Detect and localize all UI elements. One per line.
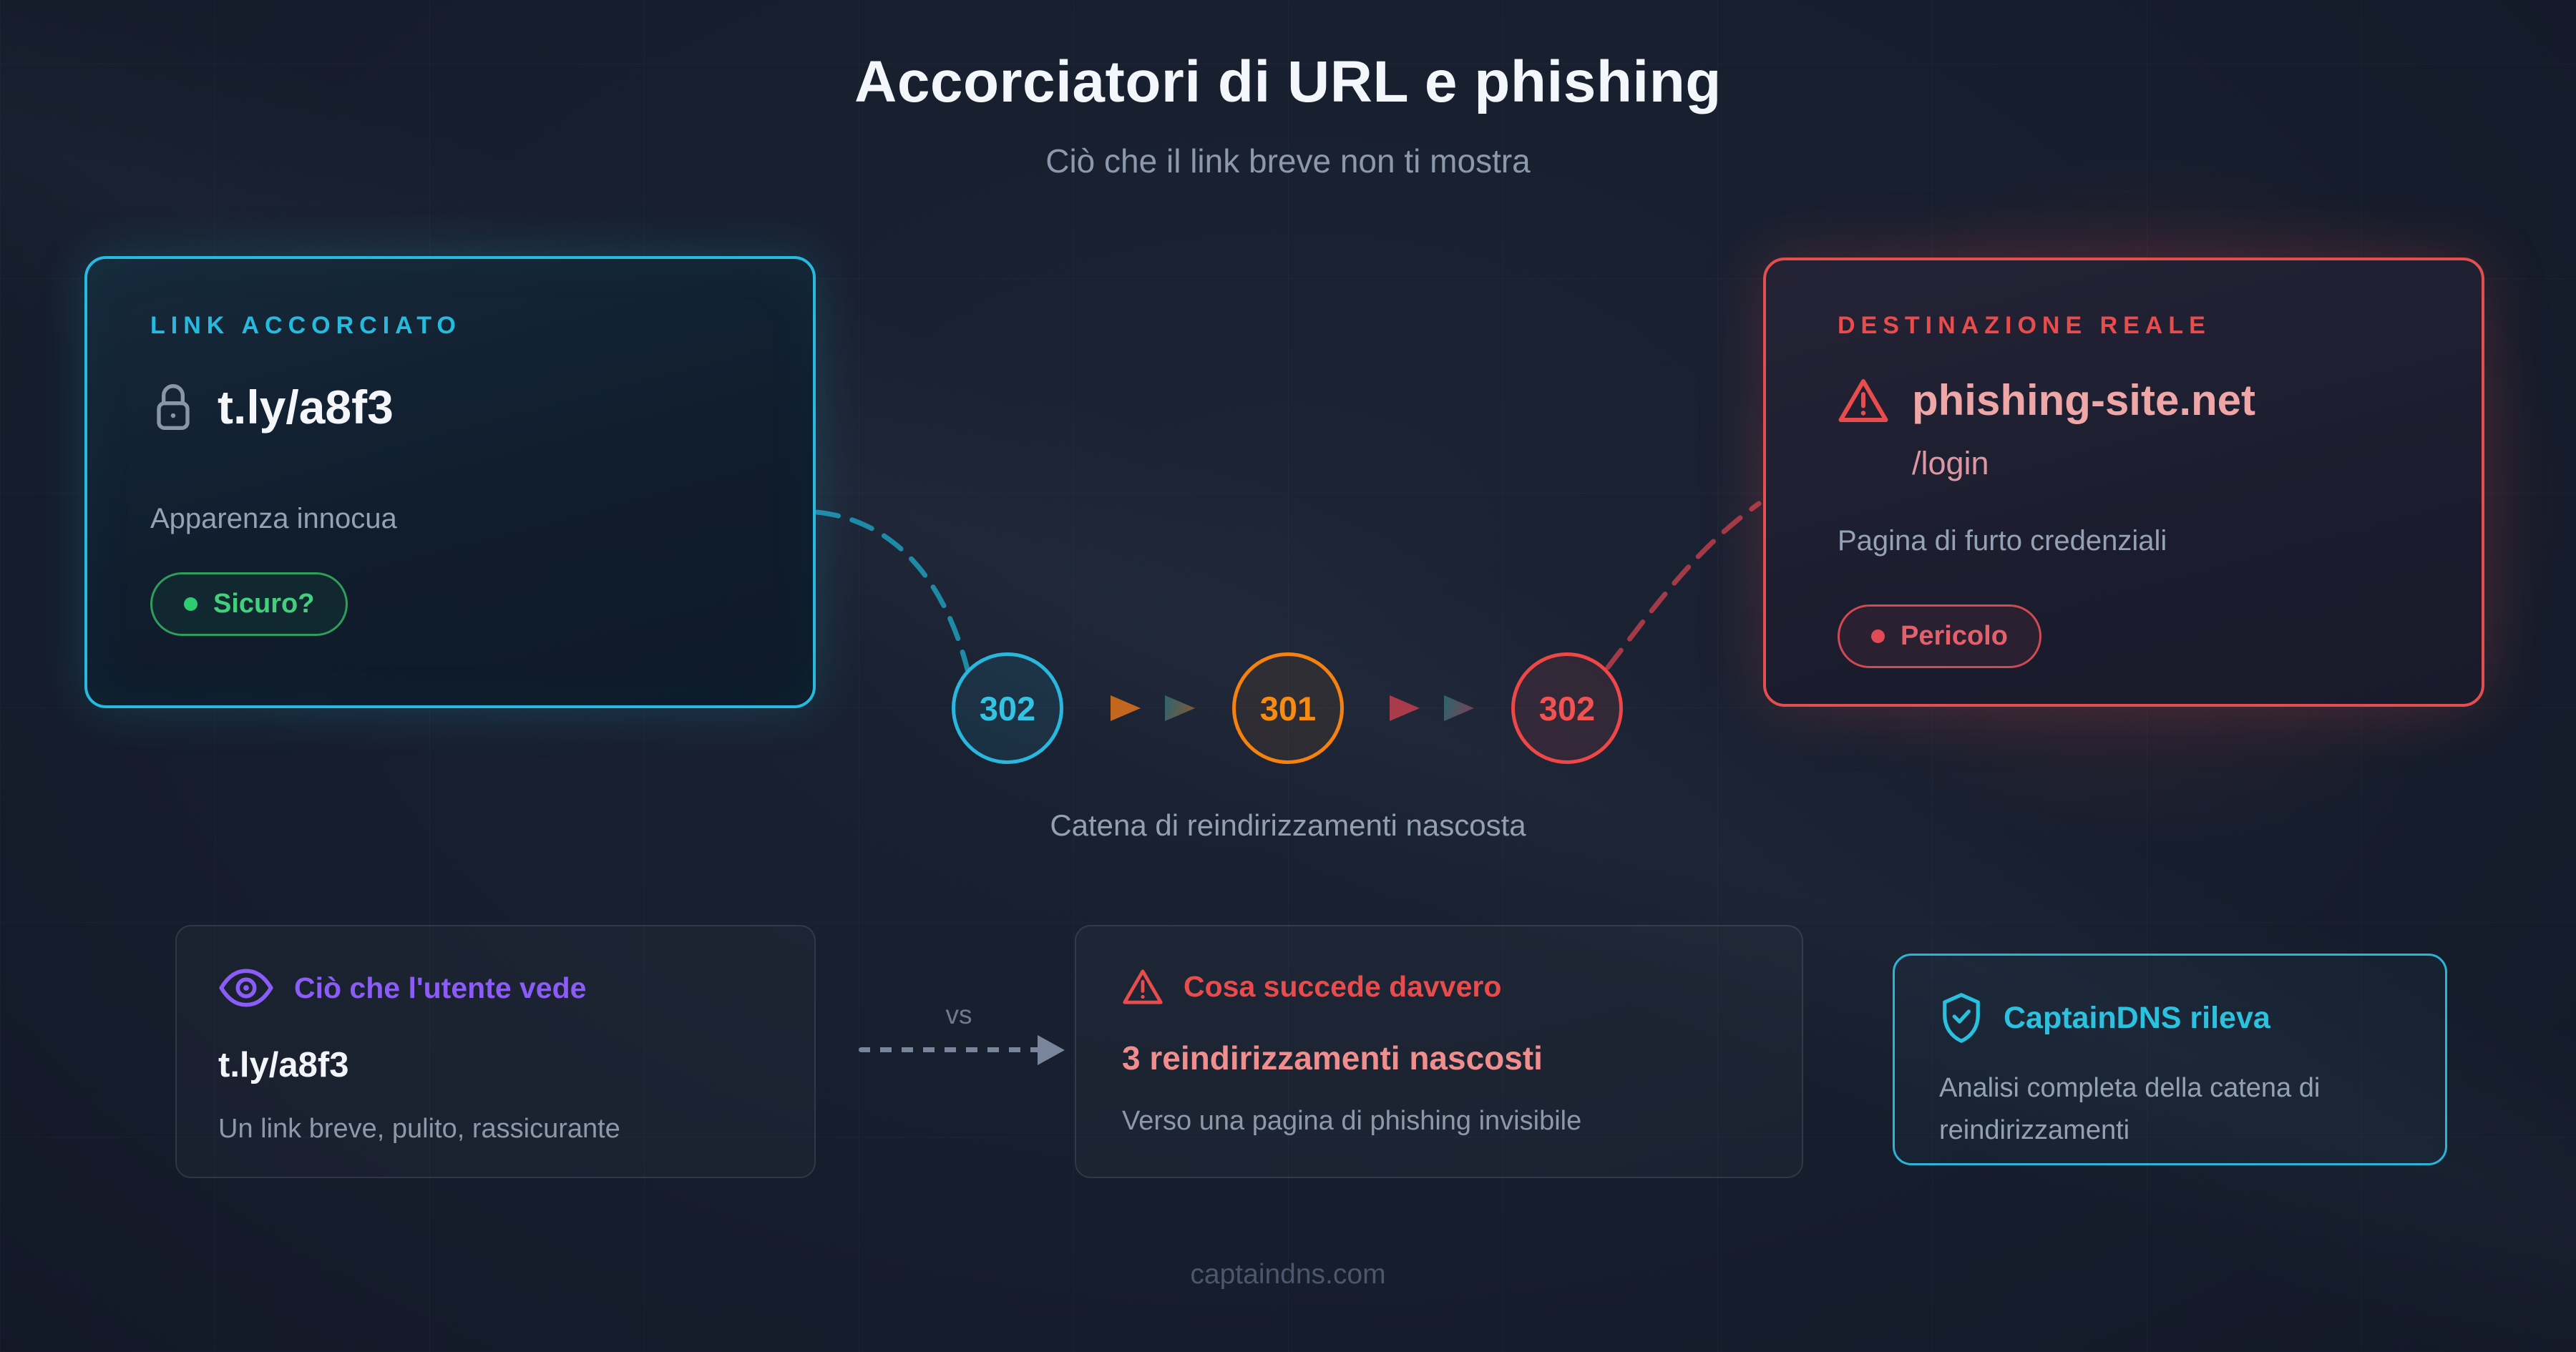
safe-badge: Sicuro?	[150, 572, 348, 636]
shortened-url-row: t.ly/a8f3	[150, 380, 750, 434]
user-view-url: t.ly/a8f3	[218, 1046, 349, 1084]
chain-caption: Catena di reindirizzamenti nascosta	[1050, 808, 1526, 842]
user-view-card: Ciò che l'utente vede t.ly/a8f3 Un link …	[175, 925, 816, 1178]
shortened-card-label: LINK ACCORCIATO	[150, 312, 462, 339]
reality-headline: 3 reindirizzamenti nascosti	[1122, 1039, 1543, 1077]
red-status-dot	[1871, 630, 1885, 643]
eye-icon	[219, 969, 273, 1007]
destination-card-note: Pagina di furto credenziali	[1838, 525, 2167, 557]
lock-icon	[157, 384, 190, 430]
destination-card-label: DESTINAZIONE REALE	[1838, 312, 2211, 339]
destination-path: /login	[1912, 445, 1989, 481]
reality-card: Cosa succede davvero 3 reindirizzamenti …	[1075, 925, 1803, 1178]
danger-badge-label: Pericolo	[1901, 621, 2008, 651]
captaindns-title: CaptainDNS rileva	[2004, 1000, 2270, 1035]
page-subtitle: Ciò che il link breve non ti mostra	[1045, 142, 1531, 180]
shortened-url: t.ly/a8f3	[218, 381, 394, 433]
user-view-description: Un link breve, pulito, rassicurante	[218, 1114, 620, 1144]
redirect-arrow-icon	[1390, 695, 1420, 721]
redirect-node-302-first: 302	[952, 652, 1063, 764]
redirect-arrow-icon	[1111, 695, 1141, 721]
redirect-node-301: 301	[1232, 652, 1344, 764]
warning-triangle-icon	[1123, 969, 1163, 1004]
captaindns-title-row: CaptainDNS rileva	[1939, 991, 2401, 1044]
user-view-title: Ciò che l'utente vede	[294, 971, 587, 1004]
captaindns-card: CaptainDNS rileva Analisi completa della…	[1893, 954, 2447, 1165]
shield-check-icon	[1943, 993, 1980, 1043]
captaindns-description: Analisi completa della catena di reindir…	[1939, 1073, 2321, 1145]
redirect-node-302-last: 302	[1511, 652, 1623, 764]
user-view-title-row: Ciò che l'utente vede	[218, 968, 773, 1008]
vs-arrowhead-icon	[1038, 1035, 1065, 1065]
reality-title-row: Cosa succede davvero	[1122, 968, 1756, 1006]
green-status-dot	[184, 597, 197, 611]
real-destination-card: DESTINAZIONE REALE phishing-site.net /lo…	[1763, 258, 2484, 707]
redirect-arrow-icon	[1165, 695, 1195, 721]
vs-dashed-arrow	[859, 1047, 1042, 1052]
destination-domain: phishing-site.net	[1912, 376, 2255, 424]
page-title: Accorciatori di URL e phishing	[854, 49, 1722, 114]
destination-url-row: phishing-site.net	[1838, 376, 2410, 425]
reality-description: Verso una pagina di phishing invisibile	[1122, 1106, 1582, 1136]
safe-badge-label: Sicuro?	[213, 589, 315, 619]
shortened-card-note: Apparenza innocua	[150, 503, 397, 534]
vs-label: vs	[945, 1000, 972, 1029]
footer-site-url: captaindns.com	[1190, 1259, 1386, 1290]
reality-title: Cosa succede davvero	[1184, 970, 1502, 1003]
redirect-arrow-icon	[1444, 695, 1474, 721]
danger-badge: Pericolo	[1838, 604, 2041, 668]
warning-triangle-icon	[1838, 378, 1888, 422]
shortened-link-card: LINK ACCORCIATO t.ly/a8f3 Apparenza inno…	[84, 256, 816, 708]
